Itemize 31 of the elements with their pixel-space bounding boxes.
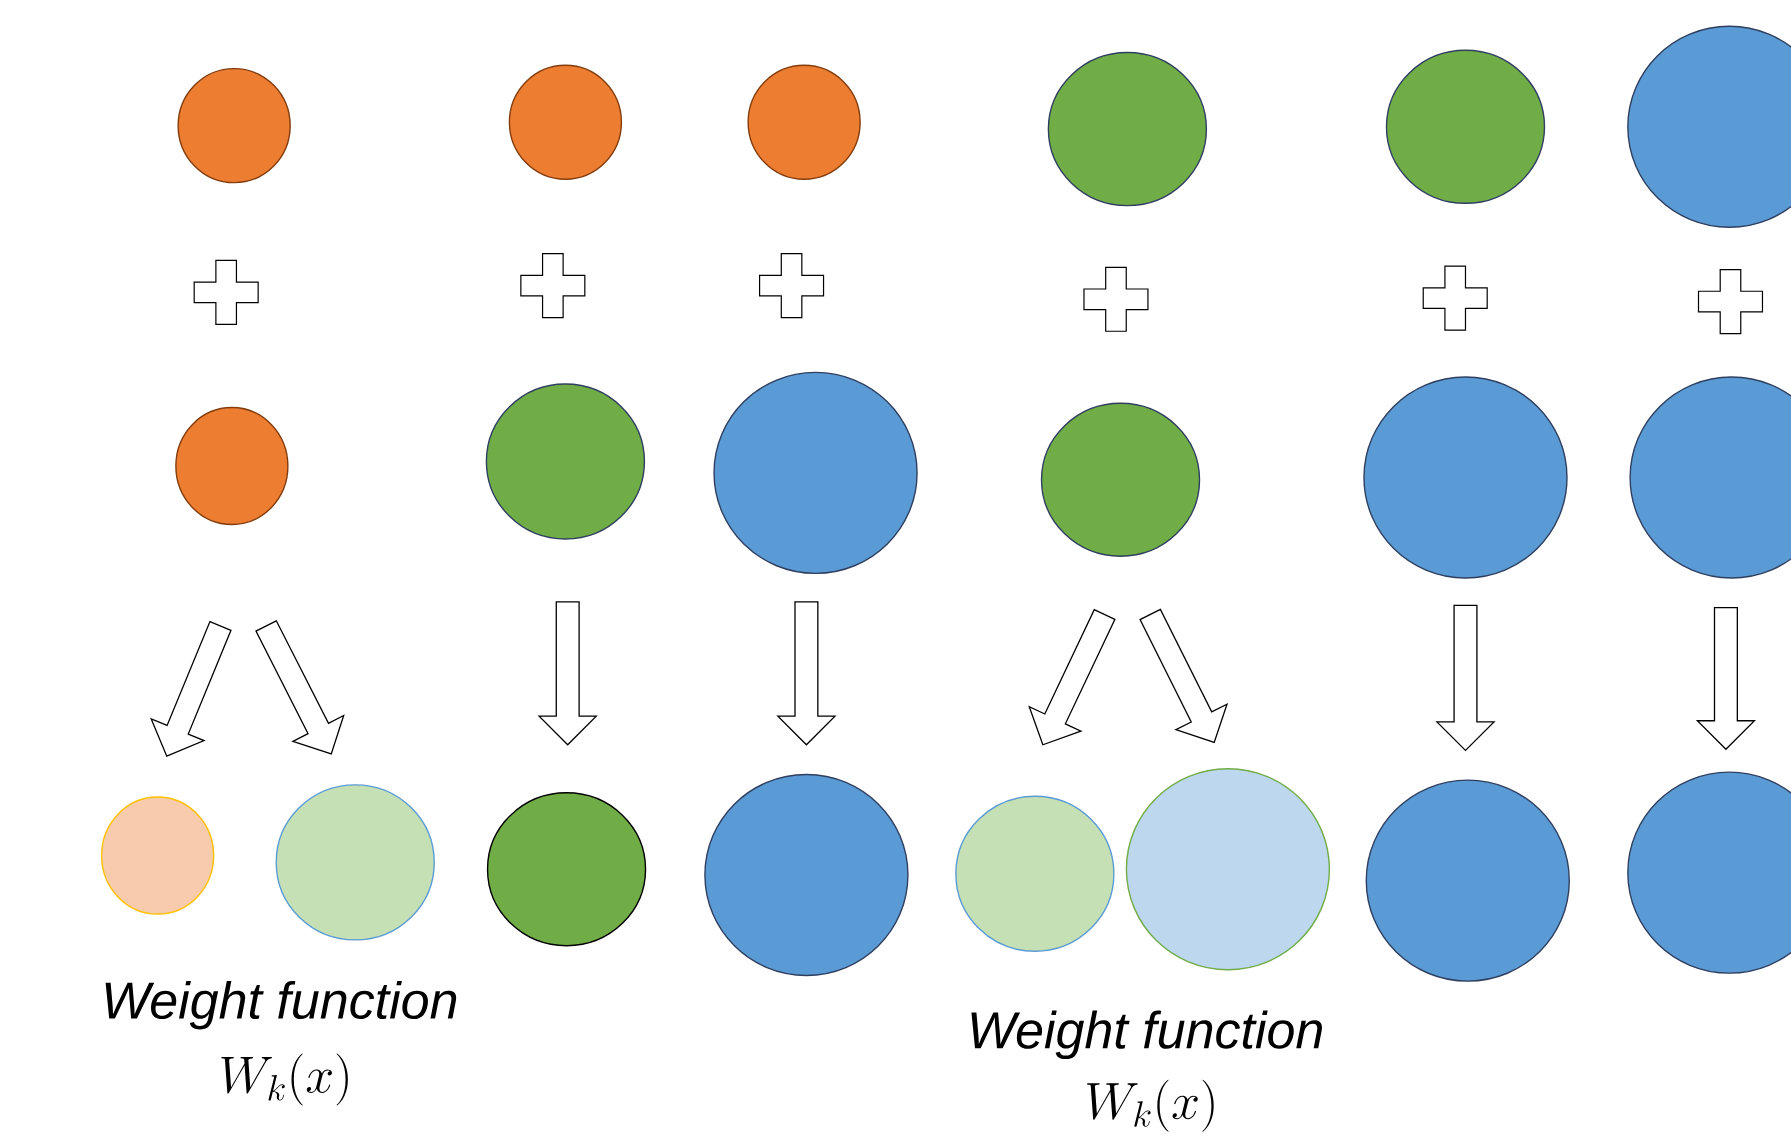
circle: [508, 64, 623, 180]
block-arrow: [150, 620, 232, 757]
circle: [1040, 402, 1201, 557]
formula-label: $W_k(x)$: [221, 1053, 348, 1106]
block-arrow: [537, 601, 598, 746]
block-arrow: [1139, 608, 1229, 744]
block-arrow: [1695, 606, 1757, 751]
circle: [175, 406, 289, 526]
caption-text: Weight function: [105, 980, 457, 1030]
circle: [1629, 376, 1791, 579]
block-arrow: [1028, 608, 1116, 746]
formula-label: $W_k(x)$: [1087, 1079, 1214, 1132]
circle: [1363, 376, 1568, 579]
circle: [177, 67, 291, 184]
circle: [747, 64, 861, 180]
circle: [275, 784, 435, 941]
caption-text: Weight function: [971, 1010, 1322, 1059]
circle: [1385, 49, 1546, 204]
circle: [100, 796, 215, 915]
circle: [1125, 767, 1331, 971]
circle: [1627, 771, 1791, 974]
circle: [1627, 25, 1791, 228]
block-arrow: [776, 601, 837, 746]
circle: [1365, 779, 1570, 982]
block-arrow: [1435, 604, 1496, 752]
circle: [486, 791, 647, 947]
circle: [1047, 51, 1208, 207]
circle: [485, 383, 646, 540]
circle: [704, 773, 909, 977]
circle: [713, 371, 918, 574]
circle: [955, 795, 1115, 952]
